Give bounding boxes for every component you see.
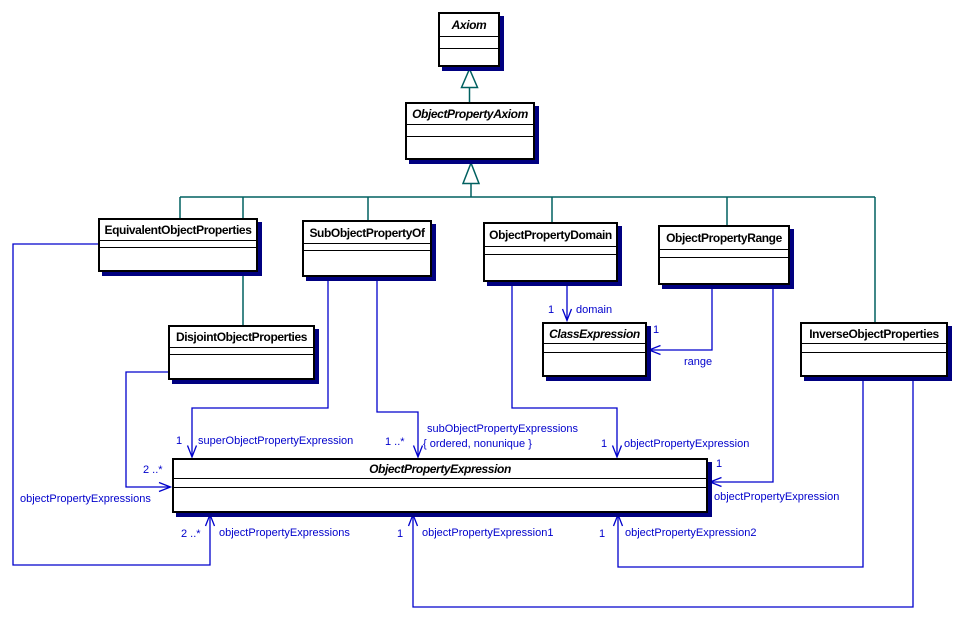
association-range [650,285,713,351]
operations-compartment [660,258,788,283]
open-arrow-up [407,512,419,527]
triangle-arrow-axiom [460,67,479,89]
class-object-property-domain[interactable]: ObjectPropertyDomain [483,222,618,282]
association-lines [12,243,914,608]
label-role-inverse-1: objectPropertyExpression1 [422,527,554,539]
label-constraint-sub: { ordered, nonunique } [423,438,532,450]
label-multiplicity-inverse-1: 1 [397,528,404,540]
operations-compartment [174,488,706,511]
label-multiplicity-sub: 1 ..* [385,436,405,448]
label-role-domain-ope: objectPropertyExpression [624,438,750,450]
open-arrow-down [412,445,424,459]
class-sub-object-property-of[interactable]: SubObjectPropertyOf [302,220,432,277]
attributes-compartment [660,250,788,258]
class-axiom[interactable]: Axiom [438,12,500,67]
class-object-property-axiom[interactable]: ObjectPropertyAxiom [405,102,535,160]
class-title: ObjectPropertyRange [660,227,788,250]
triangle-arrow-object-property-axiom [461,160,481,185]
open-arrow-right [158,481,173,493]
operations-compartment [485,255,616,280]
label-multiplicity-equivalent: 2 ..* [181,528,201,540]
class-title: ClassExpression [544,324,645,344]
class-title: ObjectPropertyDomain [485,224,616,247]
class-object-property-range[interactable]: ObjectPropertyRange [658,225,790,285]
association-inverse-2 [617,377,864,568]
class-class-expression[interactable]: ClassExpression [542,322,647,377]
label-multiplicity-domain: 1 [548,304,555,316]
label-role-domain: domain [576,304,613,316]
association-sub-object-property [376,277,419,456]
attributes-compartment [802,344,946,353]
label-multiplicity-domain-ope: 1 [601,438,608,450]
label-role-range-ope: objectPropertyExpression [714,491,840,503]
operations-compartment [170,355,313,378]
association-domain-to-ope [511,283,618,456]
label-role-range: range [684,356,713,368]
class-title: ObjectPropertyAxiom [407,104,533,125]
attributes-compartment [407,125,533,137]
attributes-compartment [174,479,706,488]
association-range-to-ope [711,285,774,483]
operations-compartment [407,137,533,158]
association-disjoint-to-ope [125,371,170,488]
operations-compartment [304,251,430,275]
label-role-equivalent: objectPropertyExpressions [219,527,350,539]
label-role-super: superObjectPropertyExpression [198,435,354,447]
class-title: Axiom [440,14,498,37]
operations-compartment [440,49,498,65]
class-inverse-object-properties[interactable]: InverseObjectProperties [800,322,948,377]
attributes-compartment [100,241,256,248]
attributes-compartment [440,37,498,49]
class-title: EquivalentObjectProperties [100,220,256,241]
open-arrow-left [708,476,722,488]
class-title: SubObjectPropertyOf [304,222,430,244]
operations-compartment [544,353,645,375]
attributes-compartment [544,344,645,353]
label-multiplicity-disjoint: 2 ..* [143,464,163,476]
open-arrow-down [561,308,573,323]
label-role-inverse-2: objectPropertyExpression2 [625,527,757,539]
open-arrow-left [647,344,661,356]
label-multiplicity-range: 1 [653,324,660,336]
class-title: InverseObjectProperties [802,324,946,344]
label-multiplicity-inverse-2: 1 [599,528,606,540]
operations-compartment [100,248,256,270]
class-disjoint-object-properties[interactable]: DisjointObjectProperties [168,325,315,380]
open-arrow-down [186,445,198,459]
label-role-disjoint: objectPropertyExpressions [20,493,151,505]
open-arrow-up [612,512,624,527]
attributes-compartment [304,244,430,251]
label-multiplicity-super: 1 [176,435,183,447]
class-equivalent-object-properties[interactable]: EquivalentObjectProperties [98,218,258,272]
open-arrow-up [204,512,216,527]
association-inverse-1 [412,377,914,608]
class-title: ObjectPropertyExpression [174,460,706,479]
class-object-property-expression[interactable]: ObjectPropertyExpression [172,458,708,513]
association-super-object-property [191,277,329,456]
label-role-sub: subObjectPropertyExpressions [427,423,579,435]
attributes-compartment [170,348,313,355]
association-equivalent-to-ope [12,243,211,566]
label-multiplicity-range-ope: 1 [716,458,723,470]
open-arrow-down [611,445,623,459]
class-title: DisjointObjectProperties [170,327,313,348]
operations-compartment [802,353,946,375]
attributes-compartment [485,247,616,255]
